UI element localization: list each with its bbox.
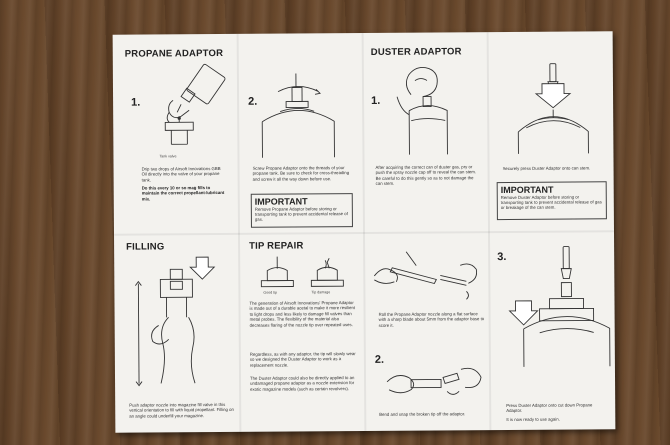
magazine-filling-illustration (135, 256, 216, 387)
step-number: 2. (374, 353, 385, 366)
duster-press-illustration (517, 63, 589, 154)
repair-step3-text2: It is now ready to use again. (506, 416, 560, 423)
propane-step1-text: Drip two drops of Airsoft Innovations GB… (141, 165, 221, 183)
tank-valve-label: Tank valve (159, 154, 177, 159)
step-number: 1. (131, 96, 141, 109)
tip-repair-para1: The generation of Airsoft Innovations' P… (249, 300, 356, 328)
blade-scoring-illustration (373, 251, 478, 300)
duster-adaptor-heading: DUSTER ADAPTOR (370, 46, 462, 58)
propane-important-box: IMPORTANT Remove Propane Adaptor before … (250, 193, 353, 228)
propane-adaptor-heading: PROPANE ADAPTOR (124, 47, 224, 60)
important-title: IMPORTANT (254, 196, 308, 207)
tip-repair-heading: TIP REPAIR (249, 240, 304, 252)
step-number: 3. (497, 251, 507, 264)
important-text: Remove Duster Adaptor before storing or … (500, 194, 602, 211)
duster-step2-text: Securely press Duster Adaptor onto can s… (502, 165, 591, 172)
propane-step2-panel: 2. Screw Propane Adaptor onto the thread… (238, 33, 363, 233)
tip-repair-para3: The Duster Adaptor could also be directl… (250, 375, 355, 392)
snap-tip-illustration (386, 367, 482, 395)
duster-step1-panel: DUSTER ADAPTOR 1. After acquiring the co… (363, 32, 488, 232)
repair-step3-text: Press Duster Adaptor onto cut down Propa… (506, 402, 593, 414)
good-tip-label: Good tip (263, 290, 278, 295)
tip-damage-label: Tip damage (311, 290, 331, 295)
important-text: Remove Propane Adaptor before storing or… (254, 206, 348, 223)
step-number: 2. (248, 95, 258, 108)
repair-step2-text: Bend and snap the broken tip off the ada… (379, 411, 466, 417)
propane-tank-illustration (261, 73, 335, 158)
propane-step1-bold-text: Do this every 10 or so mag fills to main… (141, 185, 225, 202)
duster-step2-panel: Securely press Duster Adaptor onto can s… (488, 31, 614, 231)
repair-step3-panel: 3. Press Duster Adaptor onto cut down Pr… (489, 232, 615, 430)
repair-steps-panel: Roll the Propane Adaptor nozzle along a … (364, 233, 489, 431)
tip-repair-para2: Regardless, as with any adaptor, the tip… (249, 351, 356, 368)
propane-step2-text: Screw Propane Adaptor onto the threads o… (252, 165, 350, 182)
tip-repair-panel: TIP REPAIR Good tip Tip damage The gener… (239, 234, 364, 432)
duster-important-box: IMPORTANT Remove Duster Adaptor before s… (496, 181, 607, 221)
duster-on-propane-illustration (508, 246, 611, 367)
step-number: 1. (371, 94, 381, 107)
filling-panel: FILLING Push adaptor nozzle into magazin… (114, 235, 239, 433)
tip-comparison-illustration (260, 256, 344, 288)
repair-step1-text: Roll the Propane Adaptor nozzle along a … (378, 311, 485, 328)
duster-can-hand-illustration (396, 67, 448, 155)
instruction-sheet: PROPANE ADAPTOR 1. Tank valve Drip two d… (112, 31, 616, 433)
filling-text: Push adaptor nozzle into magazine fill v… (129, 401, 234, 419)
propane-step1-panel: PROPANE ADAPTOR 1. Tank valve Drip two d… (113, 34, 238, 234)
filling-heading: FILLING (126, 241, 165, 253)
duster-step1-text: After acquiring the correct can of duste… (375, 164, 477, 187)
oil-bottle-illustration (164, 63, 226, 145)
